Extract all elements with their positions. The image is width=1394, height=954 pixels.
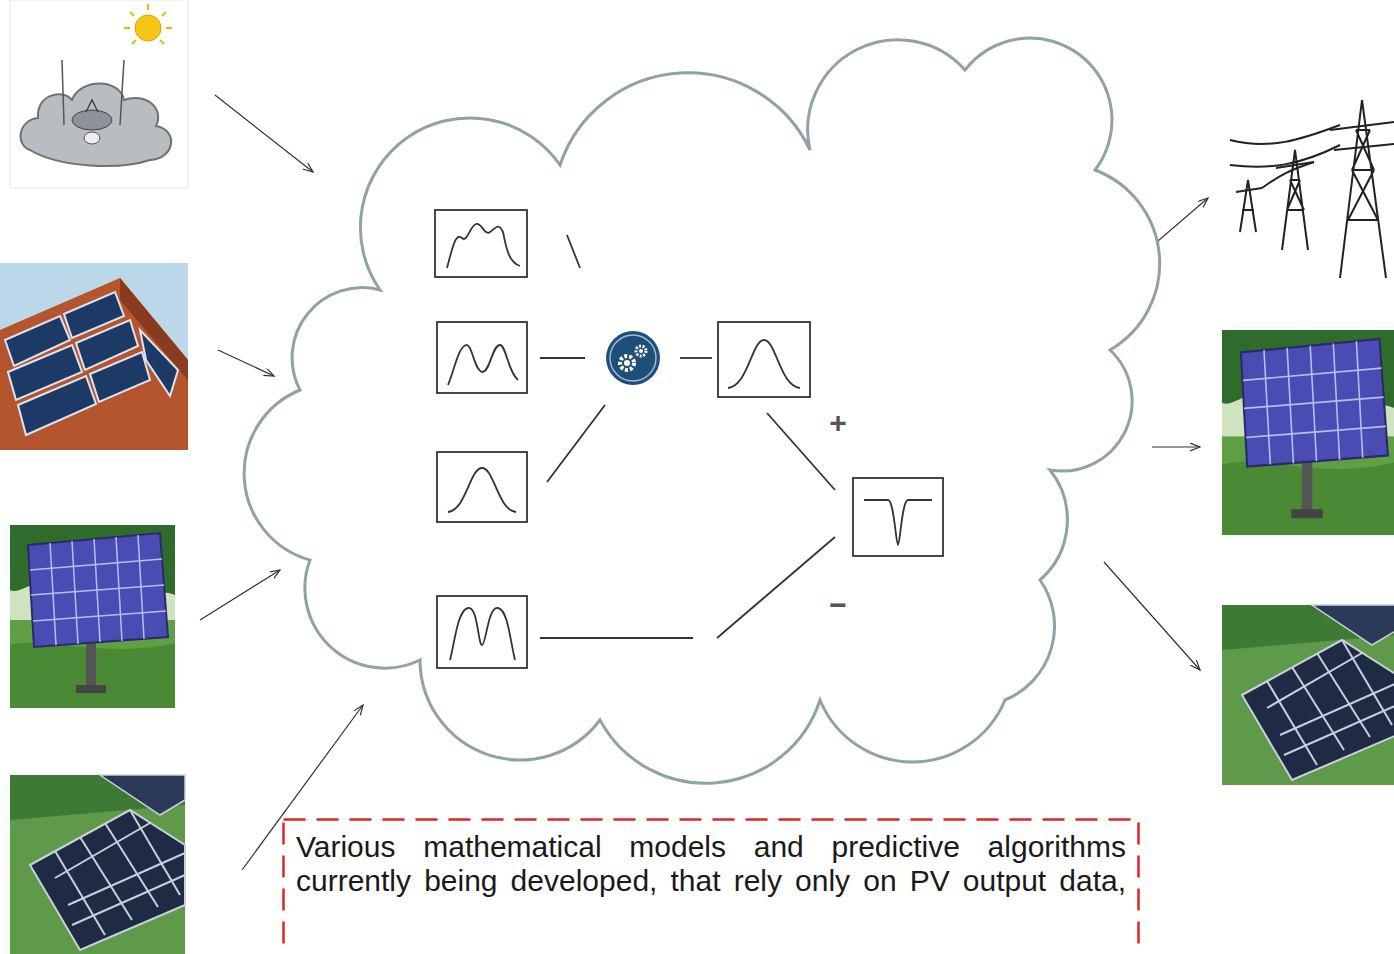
cloud-outline	[244, 38, 1160, 783]
ground-pv	[10, 775, 185, 954]
model-graph	[435, 210, 943, 668]
sun-sky-sketch	[10, 0, 188, 188]
dashed-border	[284, 820, 1139, 954]
note-text: Various mathematical models and predicti…	[296, 830, 1126, 898]
tracker-pv	[1222, 330, 1394, 535]
power-pylons	[1230, 100, 1394, 278]
gear-icon	[606, 331, 660, 385]
sign-symbol: +	[823, 408, 853, 438]
rooftop-pv	[0, 263, 188, 450]
note-box: Various mathematical models and predicti…	[282, 818, 1140, 954]
ground-pv	[1222, 605, 1394, 785]
sign-symbol: −	[823, 590, 853, 620]
tracker-pv	[10, 525, 175, 708]
